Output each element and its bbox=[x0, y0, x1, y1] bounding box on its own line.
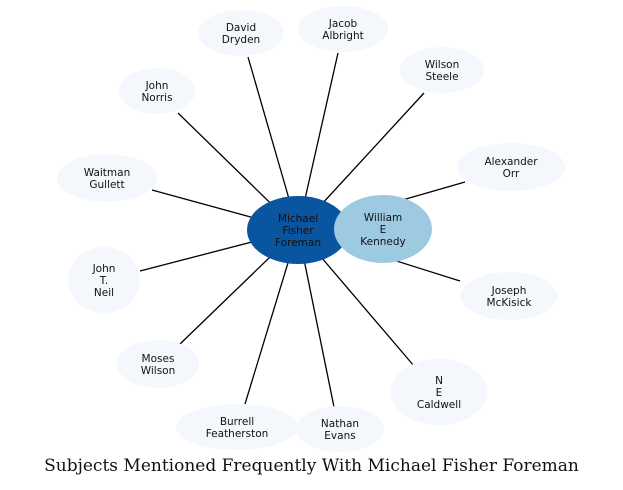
node-joseph-mckisick-shape bbox=[461, 272, 557, 320]
node-john-t-neil-label-line: John bbox=[92, 263, 116, 275]
node-william-e-kennedy-label-line: Kennedy bbox=[360, 236, 405, 248]
node-john-t-neil-shape bbox=[68, 247, 140, 313]
node-waitman-gullett-shape bbox=[57, 154, 157, 202]
node-joseph-mckisick-label-line: McKisick bbox=[487, 297, 533, 309]
node-moses-wilson-label-line: Wilson bbox=[141, 365, 176, 377]
node-jacob-albright-label-line: Jacob bbox=[328, 18, 358, 30]
diagram-title: Subjects Mentioned Frequently With Micha… bbox=[44, 456, 579, 476]
node-john-norris-label-line: John bbox=[145, 80, 169, 92]
node-n-e-caldwell-shape bbox=[391, 359, 487, 425]
node-william-e-kennedy-label-line: E bbox=[380, 224, 387, 236]
node-john-t-neil-label-line: T. bbox=[99, 275, 109, 287]
node-waitman-gullett-label-line: Waitman bbox=[84, 167, 131, 179]
node-moses-wilson-label-line: Moses bbox=[142, 353, 175, 365]
node-moses-wilson-shape bbox=[117, 340, 199, 388]
node-nathan-evans-label-line: Evans bbox=[324, 430, 355, 442]
node-wilson-steele-label-line: Steele bbox=[425, 71, 458, 83]
node-wilson-steele-label-line: Wilson bbox=[425, 59, 460, 71]
node-david-dryden-shape bbox=[198, 10, 284, 56]
node-john-norris-shape bbox=[119, 68, 195, 114]
node-burrell-featherston-label-line: Burrell bbox=[220, 416, 254, 428]
node-n-e-caldwell-label-line: E bbox=[436, 387, 443, 399]
center-node-shape bbox=[247, 196, 349, 264]
node-william-e-kennedy-shape bbox=[334, 195, 432, 263]
node-wilson-steele-shape bbox=[400, 47, 484, 93]
node-jacob-albright-label-line: Albright bbox=[322, 30, 363, 42]
center-node-label-line: Fisher bbox=[282, 225, 314, 237]
center-node-label-line: Foreman bbox=[275, 237, 321, 249]
node-burrell-featherston-label-line: Featherston bbox=[206, 428, 269, 440]
node-william-e-kennedy-label-line: William bbox=[364, 212, 402, 224]
node-joseph-mckisick-label-line: Joseph bbox=[491, 285, 527, 297]
node-alexander-orr-label-line: Orr bbox=[503, 168, 520, 180]
node-nathan-evans-shape bbox=[296, 406, 384, 452]
node-waitman-gullett-label-line: Gullett bbox=[89, 179, 124, 191]
center-node-label-line: Michael bbox=[278, 213, 318, 225]
node-nathan-evans-label-line: Nathan bbox=[321, 418, 359, 430]
node-alexander-orr-shape bbox=[457, 143, 565, 191]
node-n-e-caldwell-label-line: Caldwell bbox=[417, 399, 461, 411]
node-david-dryden-label-line: Dryden bbox=[222, 34, 260, 46]
node-john-t-neil-label-line: Neil bbox=[94, 287, 114, 299]
node-john-norris-label-line: Norris bbox=[141, 92, 172, 104]
node-burrell-featherston-shape bbox=[176, 404, 298, 450]
node-alexander-orr-label-line: Alexander bbox=[484, 156, 538, 168]
node-n-e-caldwell-label-line: N bbox=[435, 375, 443, 387]
node-jacob-albright-shape bbox=[298, 6, 388, 52]
nodes-group: DavidDrydenJacobAlbrightWilsonSteeleJohn… bbox=[57, 6, 565, 452]
node-david-dryden-label-line: David bbox=[226, 22, 256, 34]
